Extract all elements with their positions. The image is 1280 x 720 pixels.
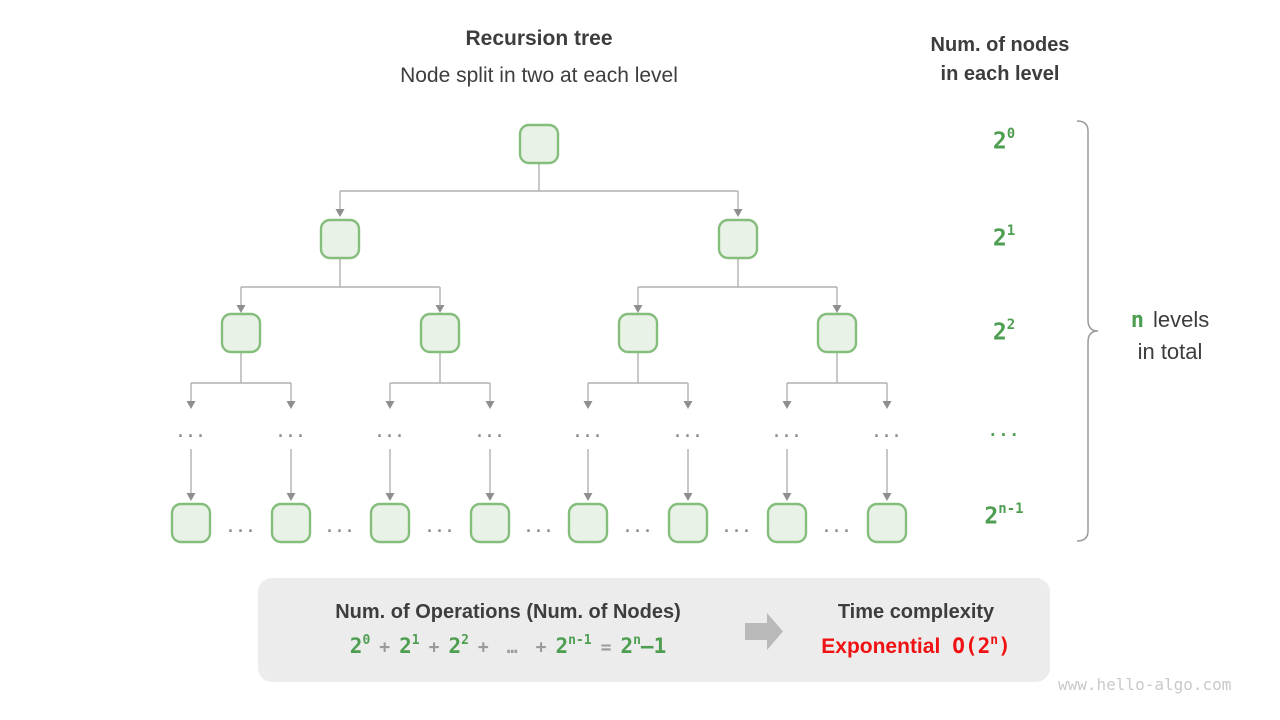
ellipsis: ... (721, 518, 753, 536)
ellipsis: ... (424, 518, 456, 536)
ellipsis: ... (324, 518, 356, 536)
summary-box: Num. of Operations (Num. of Nodes) 20 + … (258, 578, 1050, 682)
levels-brace (1076, 120, 1099, 542)
tree-node (469, 502, 511, 544)
level-count-label-0: 20 (992, 126, 1016, 155)
figure-title: Recursion tree (465, 27, 613, 50)
time-complexity-title: Time complexity (837, 601, 995, 623)
tree-node (866, 502, 908, 544)
big-o-notation: O(2n) (952, 633, 1011, 658)
operations-title: Num. of Operations (Num. of Nodes) (335, 601, 681, 623)
ellipsis: ... (672, 423, 704, 441)
ellipsis: ... (771, 423, 803, 441)
formula-operator: + (477, 637, 489, 658)
tree-node (766, 502, 808, 544)
tree-node (369, 502, 411, 544)
operations-formula: 20 + 21 + 22 + … + 2n-1 = 2n–1 (305, 633, 711, 658)
tree-node (270, 502, 312, 544)
figure-subtitle: Node split in two at each level (400, 64, 678, 87)
formula-term: 2n-1 (555, 633, 592, 658)
tree-connectors (190, 163, 888, 494)
tree-node (220, 312, 262, 354)
tree-node (617, 312, 659, 354)
formula-term: 20 (349, 633, 371, 658)
formula-result: 2n–1 (620, 633, 667, 658)
n-variable: n (1130, 308, 1144, 333)
formula-term: 22 (448, 633, 469, 658)
formula-operator: + (428, 637, 440, 658)
formula-ellipsis: … (506, 637, 518, 658)
formula-operator: + (379, 637, 391, 658)
ellipsis: ... (275, 423, 307, 441)
right-column-title: Num. of nodes in each level (900, 31, 1100, 89)
tree-node (419, 312, 461, 354)
tree-node (717, 218, 759, 260)
level-count-label-2: 22 (992, 317, 1016, 346)
complexity-result: Exponential O(2n) (776, 633, 1056, 659)
level-count-label-4: 2n-1 (984, 501, 1024, 530)
level-count-label-3: ... (988, 421, 1020, 440)
tree-node (518, 123, 560, 165)
ellipsis: ... (821, 518, 853, 536)
tree-arrowheads (186, 209, 892, 501)
tree-node (816, 312, 858, 354)
ellipsis: ... (374, 423, 406, 441)
ellipsis: ... (225, 518, 257, 536)
formula-equals: = (600, 637, 612, 658)
tree-nodes (170, 123, 908, 544)
watermark: www.hello-algo.com (1058, 675, 1232, 694)
ellipsis: ... (871, 423, 903, 441)
complexity-word: Exponential (821, 635, 941, 658)
ellipsis: ... (175, 423, 207, 441)
tree-node (667, 502, 709, 544)
ellipsis: ... (523, 518, 555, 536)
formula-term: 21 (399, 633, 420, 658)
right-arrow-icon (745, 613, 783, 650)
level-count-label-1: 21 (992, 223, 1016, 252)
formula-operator: + (535, 637, 547, 658)
tree-node (567, 502, 609, 544)
ellipsis: ... (474, 423, 506, 441)
tree-node (319, 218, 361, 260)
tree-node (170, 502, 212, 544)
ellipsis: ... (572, 423, 604, 441)
right-column-title-line2: in each level (940, 63, 1060, 85)
right-column-title-line1: Num. of nodes (930, 34, 1070, 56)
ellipsis: ... (622, 518, 654, 536)
